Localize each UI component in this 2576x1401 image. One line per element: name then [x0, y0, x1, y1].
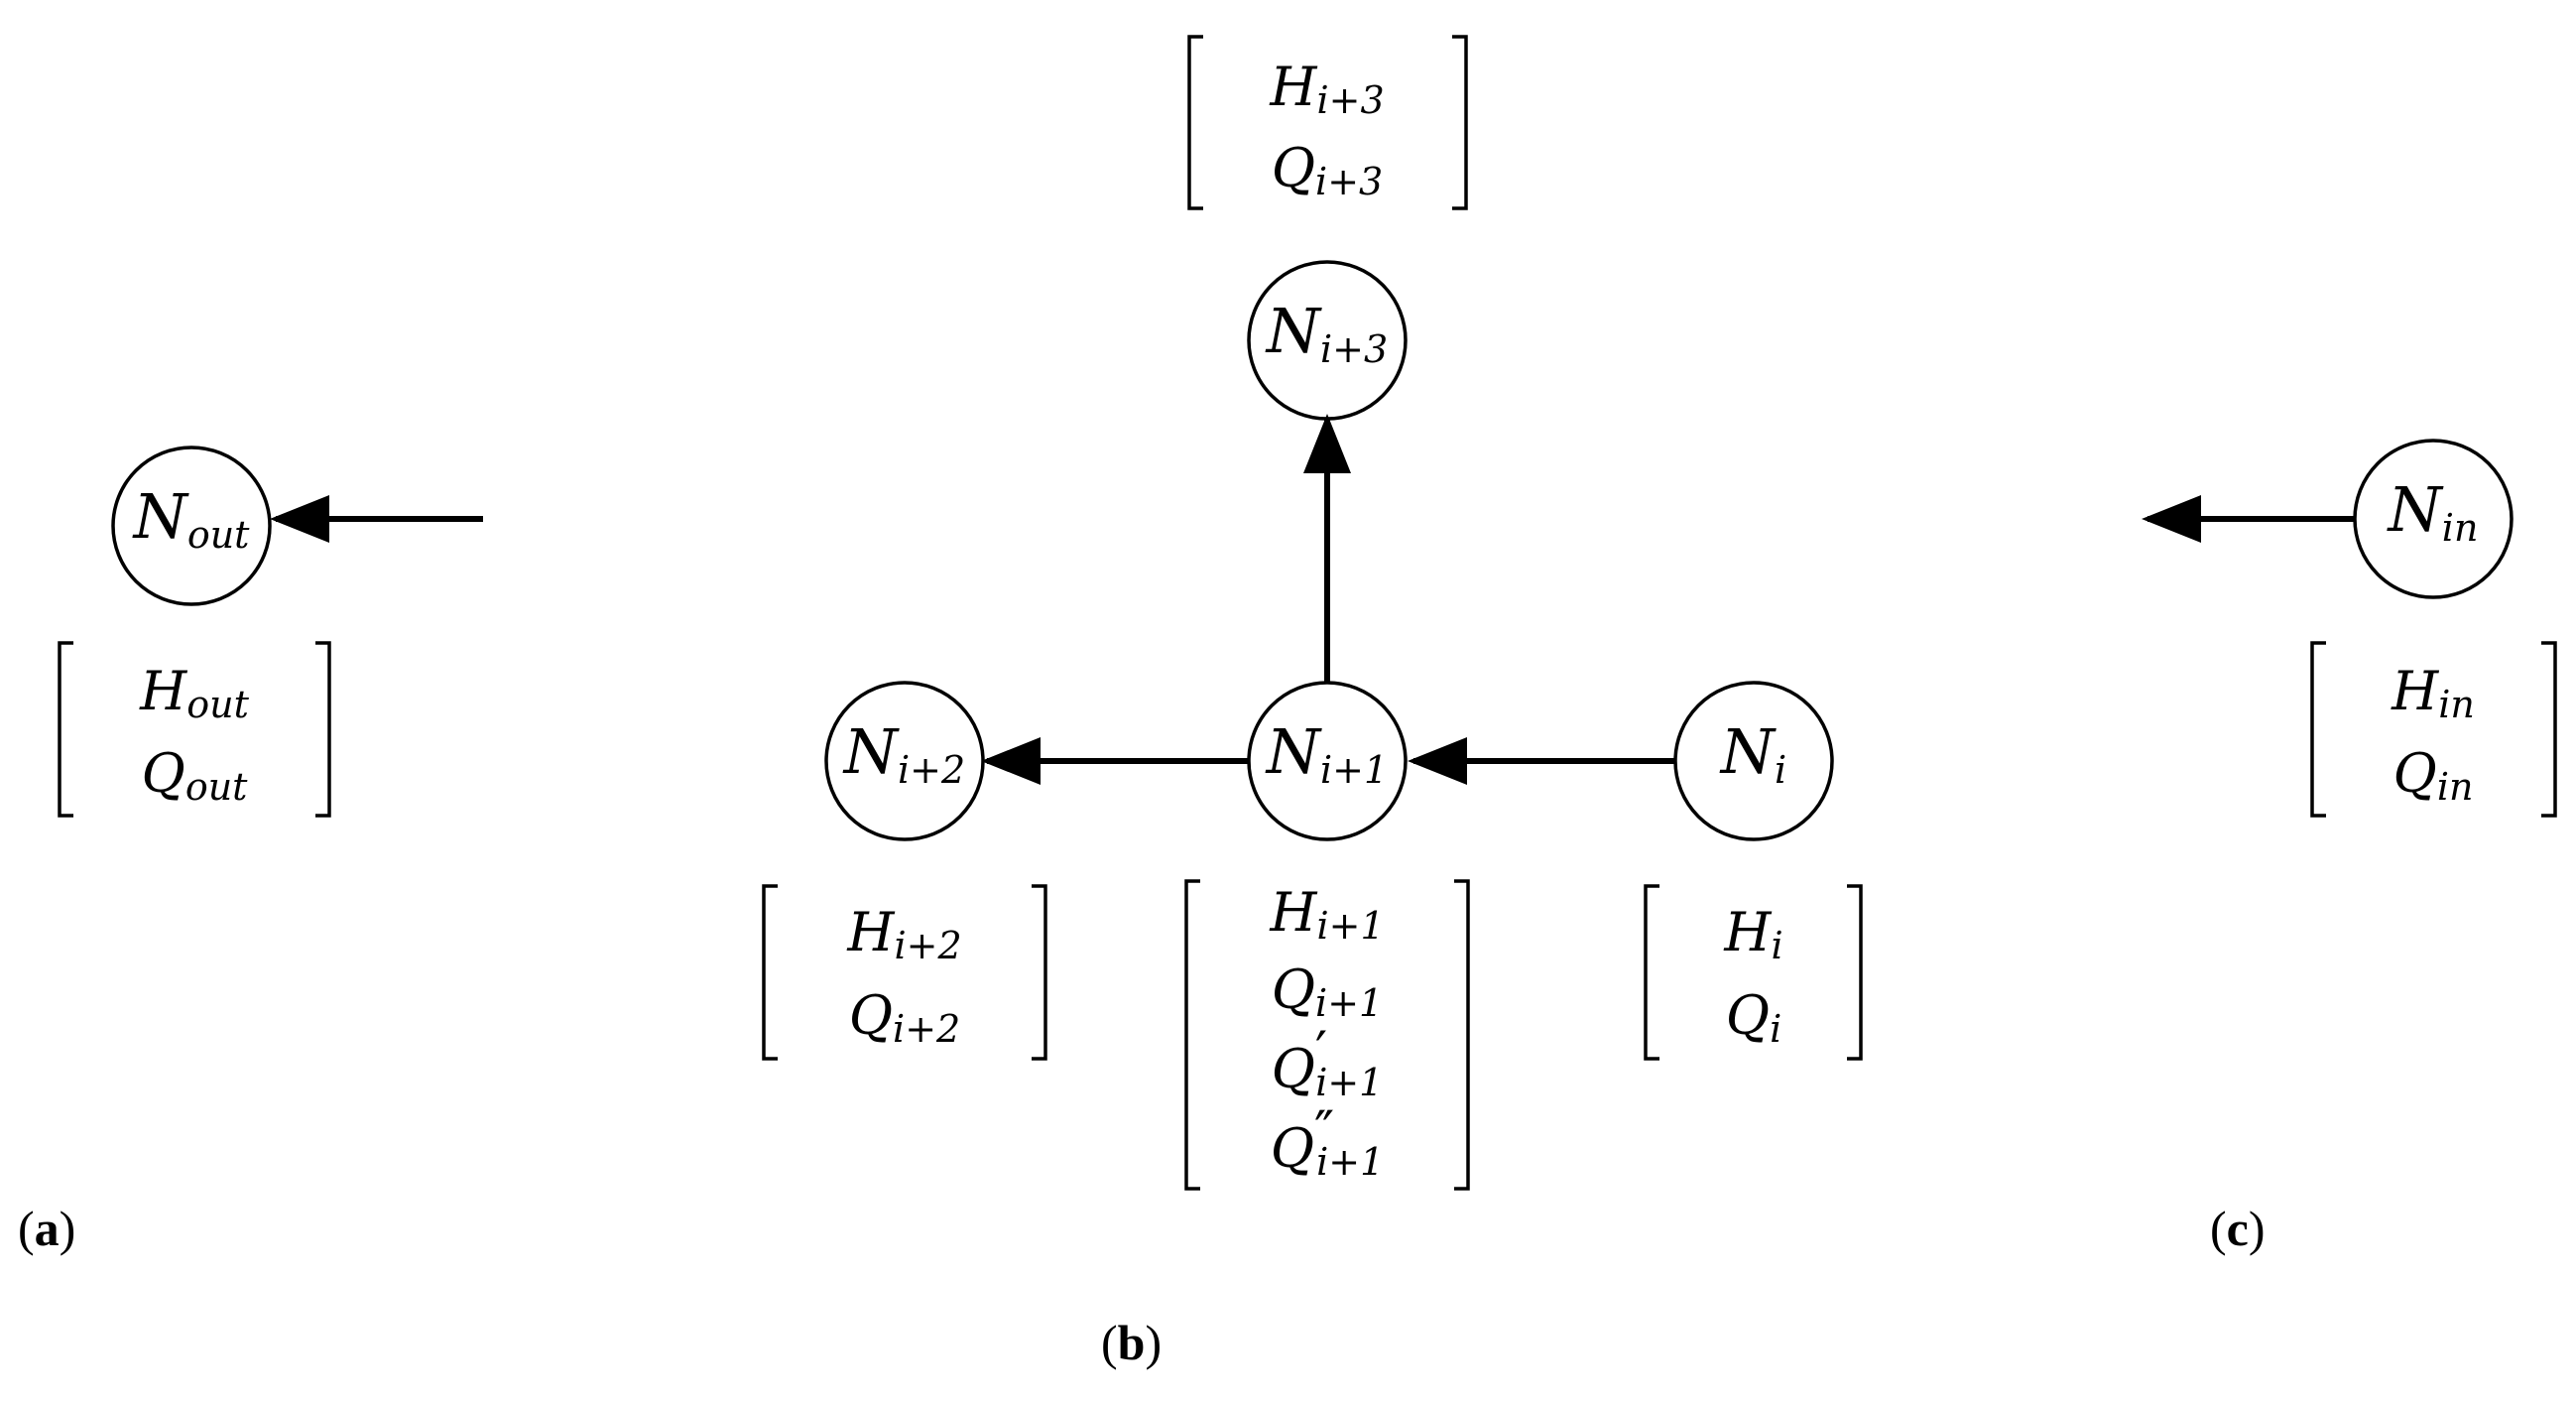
node-label: Nout: [132, 480, 251, 557]
vector-entry: Q″i+1: [1271, 1099, 1385, 1184]
node-circle: [111, 446, 272, 606]
vector-entry: Qi+3: [1272, 137, 1383, 203]
vector-entry: Q′i+1: [1272, 1020, 1384, 1104]
right-bracket: [1032, 884, 1047, 1061]
state-vector-out: Hout Qout: [58, 641, 331, 818]
vector-entry: Hi: [1723, 901, 1782, 967]
vector-entry: Hi+3: [1269, 56, 1384, 122]
state-vector-in: Hin Qin: [2310, 641, 2557, 818]
node-label: Ni+2: [842, 715, 965, 792]
node-n-in: Nin: [2353, 439, 2514, 599]
state-vector-i1: Hi+1 Qi+1 Q′i+1 Q″i+1: [1184, 879, 1470, 1191]
vector-entry: Qin: [2393, 742, 2474, 809]
vector-entry: Qi: [1726, 984, 1781, 1051]
node-n-i1: Ni+1: [1247, 681, 1408, 841]
node-circle: [1673, 681, 1834, 841]
left-bracket: [1644, 884, 1659, 1061]
left-bracket: [2310, 641, 2326, 818]
right-bracket: [1454, 879, 1470, 1191]
vector-entry: Qi+1: [1272, 958, 1383, 1025]
panel-label-b: (b): [1101, 1315, 1162, 1370]
node-n-i: Ni: [1673, 681, 1834, 841]
vector-entry: Hi+2: [846, 901, 961, 967]
right-bracket: [315, 641, 331, 818]
left-bracket: [762, 884, 778, 1061]
node-label: Ni: [1719, 715, 1786, 792]
panel-label-a: (a): [18, 1201, 75, 1256]
node-n-i3: Ni+3: [1247, 260, 1408, 421]
node-label: Ni+1: [1265, 715, 1388, 792]
left-bracket: [1187, 35, 1203, 210]
vector-entry: Hi+1: [1269, 881, 1384, 948]
right-bracket: [1847, 884, 1863, 1061]
vector-entry: Qi+2: [849, 984, 960, 1051]
node-label: Nin: [2387, 473, 2479, 550]
right-bracket: [2541, 641, 2557, 818]
vector-entry: Hout: [139, 660, 249, 726]
vector-entry: Qout: [142, 742, 249, 809]
vector-entry: Hin: [2391, 660, 2475, 726]
state-vector-i2: Hi+2 Qi+2: [762, 884, 1047, 1061]
node-n-out: Nout: [111, 446, 272, 606]
node-circle: [1247, 260, 1408, 421]
node-circle: [824, 681, 985, 841]
left-bracket: [58, 641, 73, 818]
left-bracket: [1184, 879, 1200, 1191]
state-vector-i: Hi Qi: [1644, 884, 1863, 1061]
state-vector-i3: Hi+3 Qi+3: [1187, 35, 1468, 210]
node-label: Ni+3: [1265, 295, 1388, 371]
right-bracket: [1452, 35, 1468, 210]
node-circle: [2353, 439, 2514, 599]
panel-label-c: (c): [2210, 1201, 2266, 1256]
node-circle: [1247, 681, 1408, 841]
node-n-i2: Ni+2: [824, 681, 985, 841]
